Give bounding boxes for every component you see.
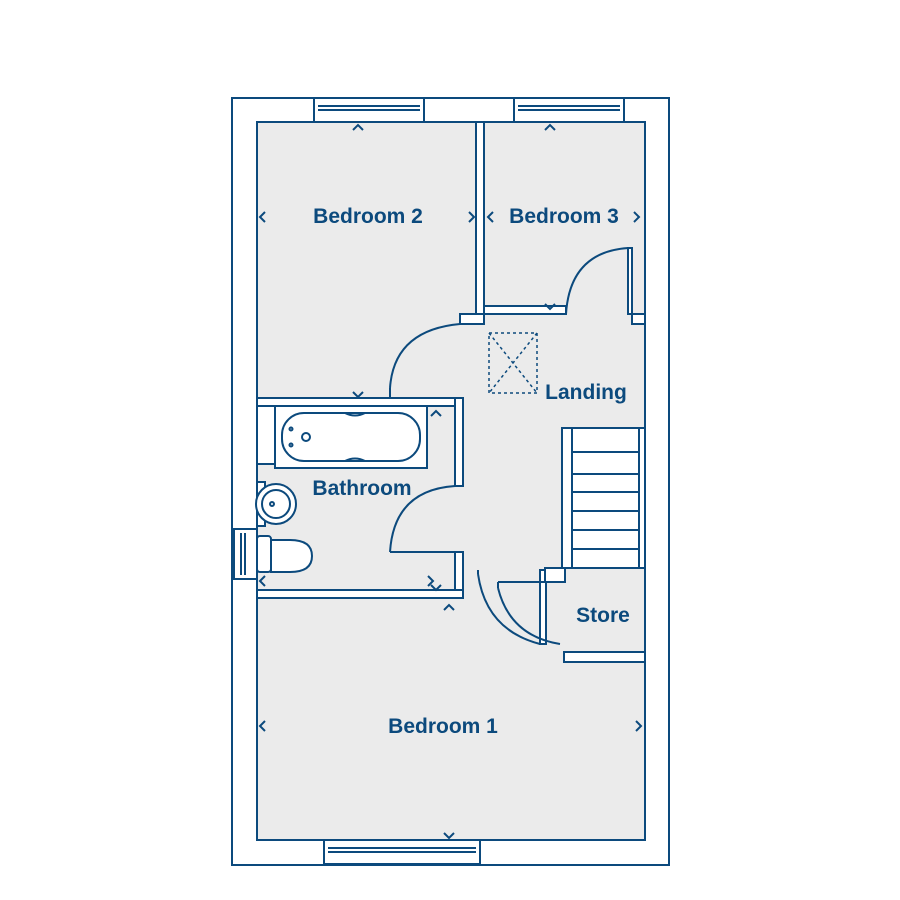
stairs-icon <box>544 427 646 583</box>
window-icon <box>323 839 481 865</box>
window-icon <box>513 97 625 123</box>
loft-hatch-icon <box>488 332 538 394</box>
room-label-bathroom: Bathroom <box>312 477 411 500</box>
room-label-bedroom-1: Bedroom 1 <box>388 715 498 738</box>
room-label-bedroom-2: Bedroom 2 <box>313 205 423 228</box>
window-icon <box>233 528 258 580</box>
room-label-bedroom-3: Bedroom 3 <box>509 205 619 228</box>
dimension-arrow-icon <box>258 123 643 840</box>
window-icon <box>313 97 425 123</box>
bath-icon <box>256 405 428 469</box>
basin-icon <box>255 481 297 527</box>
room-label-landing: Landing <box>545 381 627 404</box>
room-label-store: Store <box>576 604 630 627</box>
toilet-icon <box>256 535 314 573</box>
door-swing-icon <box>389 247 633 645</box>
